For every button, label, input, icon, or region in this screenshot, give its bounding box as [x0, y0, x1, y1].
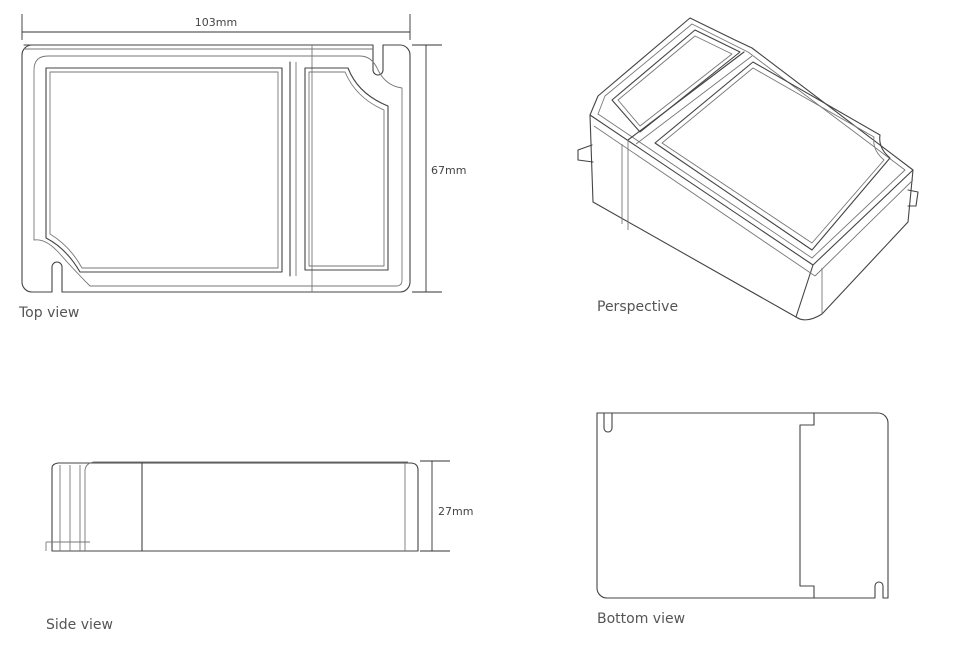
side-view-caption: Side view — [46, 617, 113, 633]
side-view-drawing: 27mm — [45, 460, 473, 552]
top-view-drawing: 103mm 67mm — [21, 14, 466, 293]
perspective-view-drawing — [577, 17, 919, 321]
bottom-view-drawing — [596, 412, 889, 599]
top-height-dimension-label: 67mm — [431, 164, 466, 177]
top-view-caption: Top view — [19, 305, 80, 321]
bottom-view-caption: Bottom view — [597, 611, 686, 627]
side-height-dimension-label: 27mm — [438, 505, 473, 518]
top-width-dimension-label: 103mm — [195, 16, 237, 29]
perspective-caption: Perspective — [597, 299, 679, 315]
